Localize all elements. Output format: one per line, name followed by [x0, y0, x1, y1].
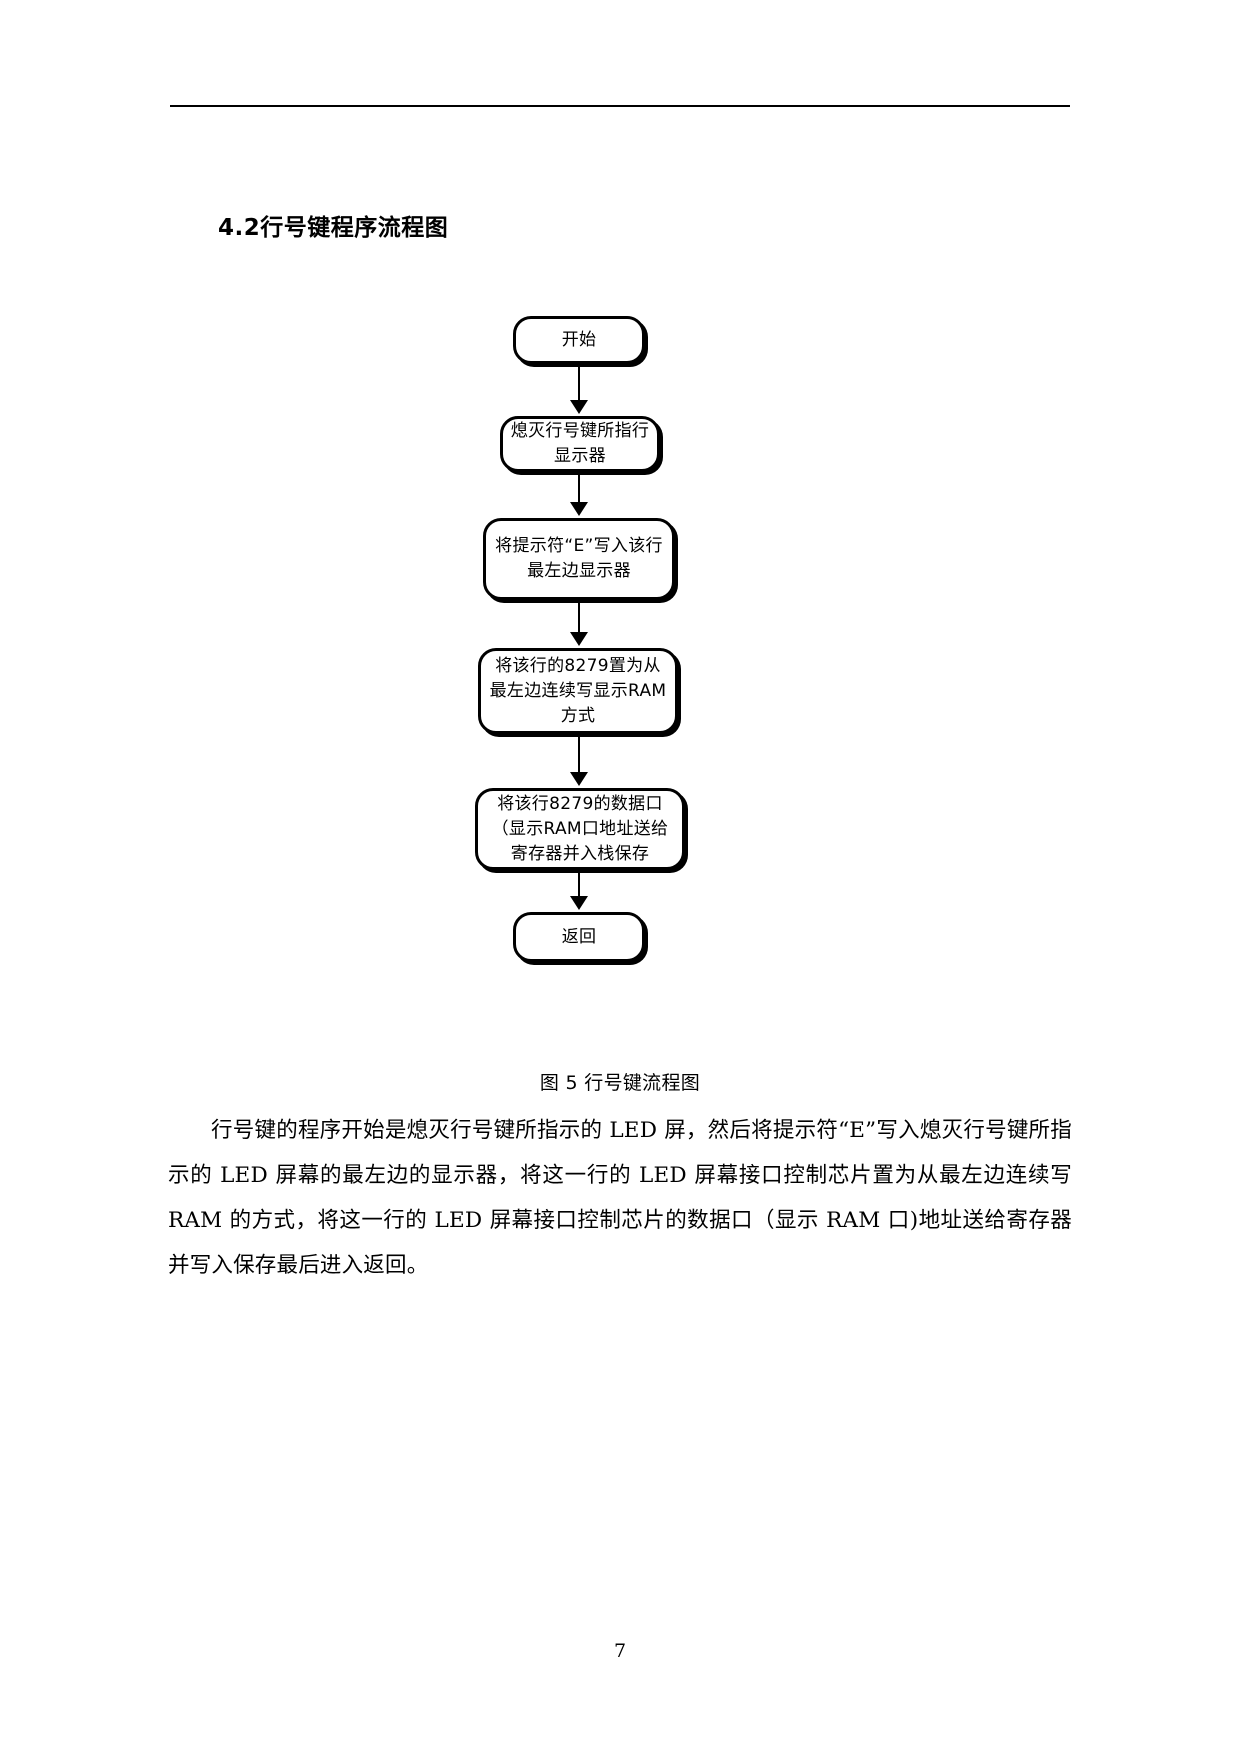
flowchart-node-step4: 将该行8279的数据口（显示RAM口地址送给寄存器并入栈保存	[475, 788, 685, 870]
flowchart-node-end-label: 返回	[561, 926, 597, 947]
flowchart-node-step2: 将提示符“E”写入该行最左边显示器	[483, 518, 675, 600]
header-divider	[170, 105, 1070, 107]
flowchart-node-start-label: 开始	[561, 329, 597, 350]
arrow-down-icon	[570, 896, 588, 910]
flowchart-node-step1-label: 熄灭行号键所指行显示器	[510, 421, 650, 466]
arrow-down-icon	[570, 502, 588, 516]
flowchart-diagram: 开始 熄灭行号键所指行显示器 将提示符“E”写入该行最左边显示器 将该行的827…	[0, 300, 1240, 990]
arrow-down-icon	[570, 632, 588, 646]
page-number: 7	[613, 1640, 627, 1662]
arrow-down-icon	[570, 400, 588, 414]
flowchart-connector-4	[578, 734, 580, 774]
arrow-down-icon	[570, 772, 588, 786]
flowchart-connector-5	[578, 870, 580, 898]
flowchart-connector-1	[578, 364, 580, 402]
body-paragraph: 行号键的程序开始是熄灭行号键所指示的 LED 屏，然后将提示符“E”写入熄灭行号…	[168, 1118, 1072, 1278]
flowchart-node-step3: 将该行的8279置为从最左边连续写显示RAM方式	[478, 648, 678, 734]
flowchart-node-step1: 熄灭行号键所指行显示器	[500, 416, 660, 472]
flowchart-node-end: 返回	[513, 912, 645, 962]
section-heading: 4.2行号键程序流程图	[218, 215, 449, 241]
flowchart-connector-3	[578, 600, 580, 634]
flowchart-connector-2	[578, 472, 580, 504]
flowchart-node-step4-label: 将该行8279的数据口（显示RAM口地址送给寄存器并入栈保存	[491, 793, 669, 864]
flowchart-node-start: 开始	[513, 316, 645, 364]
flowchart-node-step3-label: 将该行的8279置为从最左边连续写显示RAM方式	[489, 655, 667, 726]
flowchart-node-step2-label: 将提示符“E”写入该行最左边显示器	[495, 536, 663, 581]
figure-caption: 图 5 行号键流程图	[539, 1072, 701, 1094]
